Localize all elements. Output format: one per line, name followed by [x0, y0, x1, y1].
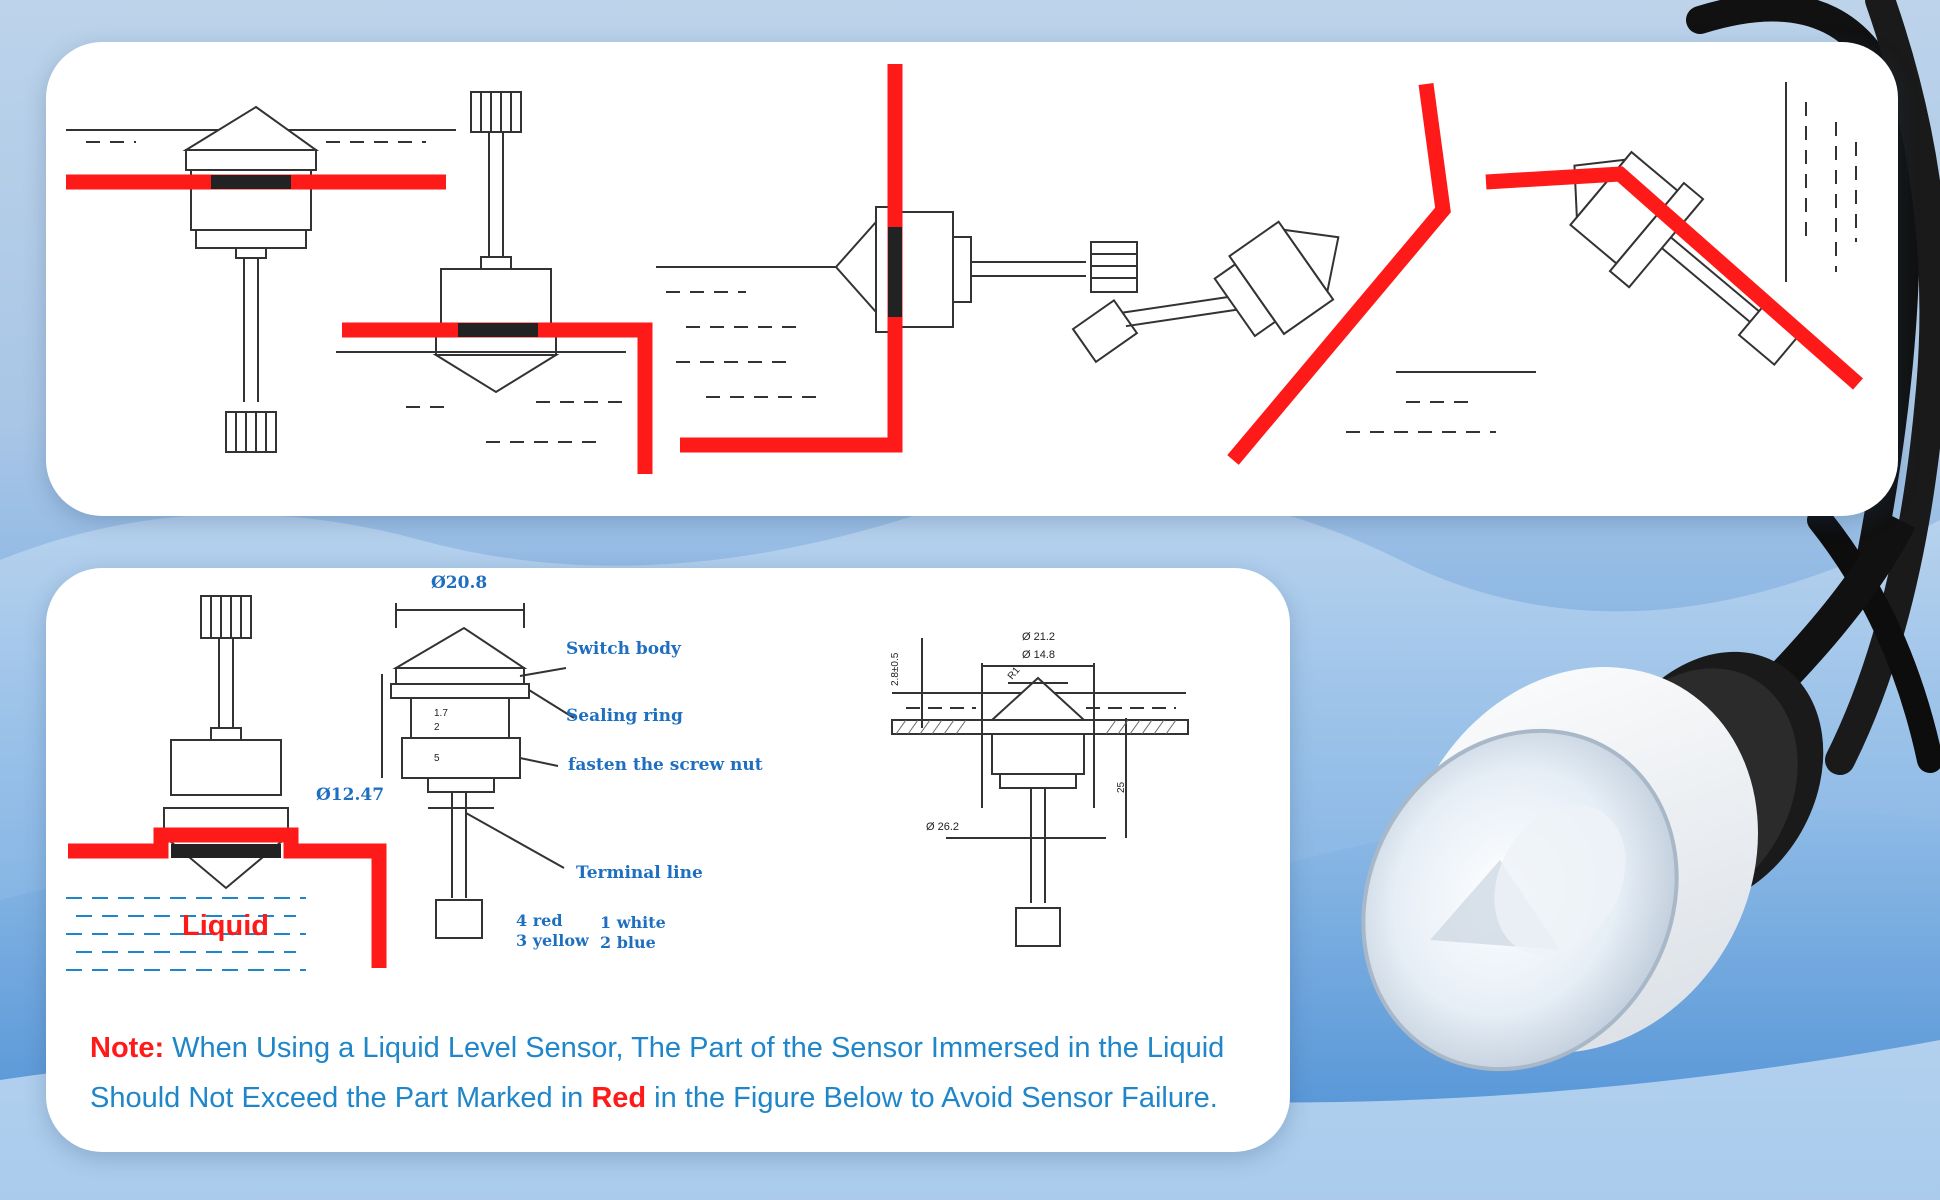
dimension-drawing-right [891, 638, 1189, 947]
usage-note: Note: When Using a Liquid Level Sensor, … [90, 1023, 1270, 1123]
liquid-label: Liquid [182, 910, 269, 942]
note-line1: When Using a Liquid Level Sensor, The Pa… [164, 1032, 1225, 1064]
note-line2b: in the Figure Below to Avoid Sensor Fail… [646, 1082, 1218, 1114]
dim-d262-label: Ø 26.2 [926, 821, 959, 833]
dim-25-label: 25 [1116, 781, 1127, 793]
dim-r1-label: R1 [1006, 665, 1023, 682]
note-line2a: Should Not Exceed the Part Marked in [90, 1082, 592, 1114]
dimension-panel: Switch body Sealing ring fasten the scre… [46, 568, 1290, 1152]
dim-17-label: 1.7 [434, 708, 448, 719]
sensor-product-image [1361, 512, 1916, 1072]
orientation-figure-3 [656, 206, 1138, 398]
dim-d148-label: Ø 14.8 [1022, 649, 1055, 661]
red-limit-marker-installed [68, 827, 387, 968]
orientation-figure-4 [1071, 220, 1340, 364]
orientation-figure-5 [1569, 150, 1806, 367]
dim-d212-label: Ø 21.2 [1022, 631, 1055, 643]
dimension-drawing-middle [381, 603, 575, 939]
wire-4-label: 4 red [516, 911, 563, 930]
dim-5-label: 5 [434, 753, 440, 764]
dim-28-label: 2.8±0.5 [890, 652, 901, 686]
note-red-word: Red [591, 1082, 647, 1114]
red-limit-markers [66, 64, 1863, 474]
note-prefix: Note: [90, 1032, 165, 1064]
orientation-figure-2 [336, 91, 626, 443]
diameter-thread-label: Ø12.47 [316, 785, 384, 805]
dim-2-label: 2 [434, 722, 440, 733]
wire-3-label: 3 yellow [516, 931, 590, 950]
diameter-top-label: Ø20.8 [431, 573, 487, 593]
wire-1-label: 1 white [600, 913, 666, 932]
orientation-figure-1 [66, 105, 456, 453]
wire-2-label: 2 blue [600, 933, 656, 952]
dimension-diagram: Switch body Sealing ring fasten the scre… [66, 573, 1189, 971]
mounting-orientations-panel [46, 42, 1898, 516]
switch-body-label: Switch body [566, 639, 682, 659]
screw-nut-label: fasten the screw nut [568, 755, 763, 775]
mounting-orientations-diagram [66, 64, 1863, 474]
terminal-line-label: Terminal line [576, 863, 703, 883]
sealing-ring-label: Sealing ring [566, 706, 683, 726]
